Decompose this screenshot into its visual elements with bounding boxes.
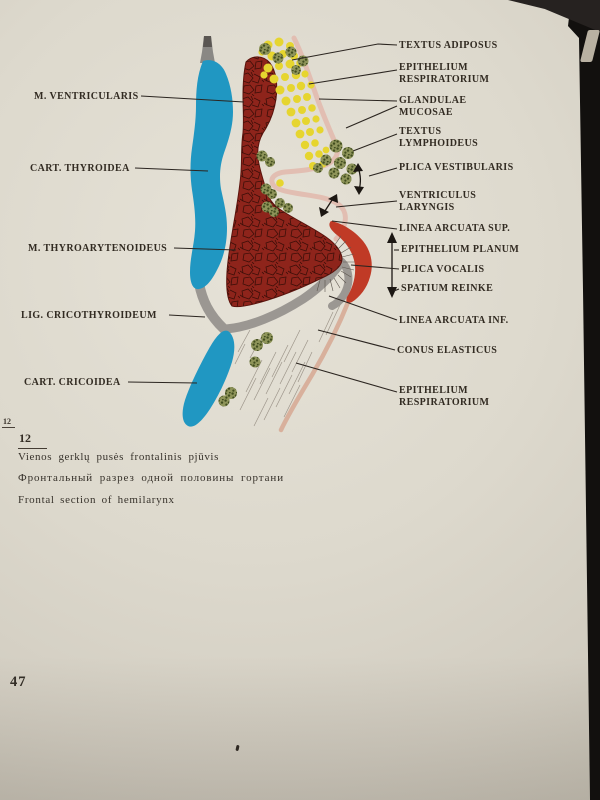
conus-elasticus-hatching xyxy=(234,304,341,427)
label-textus-lymphoideus: TEXTUS LYMPHOIDEUS xyxy=(399,126,479,149)
label-ventriculus-laryngis: VENTRICULUS LARYNGIS xyxy=(399,190,477,213)
epithelium-lower-line xyxy=(278,297,352,433)
label-m-ventricularis: M. VENTRICULARIS xyxy=(34,91,139,102)
caption-russian: Фронтальный разрез одной половины гортан… xyxy=(18,472,284,484)
label-epithelium-planum: EPITHELIUM PLANUM xyxy=(401,244,520,255)
caption-lithuanian: Vienos gerklų pusės frontalinis pjūvis xyxy=(18,451,219,463)
muscle-mass xyxy=(226,56,343,308)
label-glandulae-mucosae: GLANDULAE MUCOSAE xyxy=(399,95,467,118)
reinke-space-hatching xyxy=(316,235,355,292)
label-conus-elasticus: CONUS ELASTICUS xyxy=(397,345,498,356)
label-epithelium-respiratorium-upper: EPITHELIUM RESPIRATORIUM xyxy=(399,62,490,85)
label-linea-arcuata-sup: LINEA ARCUATA SUP. xyxy=(399,223,511,234)
annotation-arrows xyxy=(319,163,397,298)
epithelium-upper-line xyxy=(269,35,348,242)
margin-figure-number: 12 xyxy=(2,417,15,428)
thyroid-cartilage xyxy=(190,60,233,290)
label-lig-cricothyroideum: LIG. CRICOTHYROIDEUM xyxy=(21,310,157,321)
label-cart-cricoidea: CART. CRICOIDEA xyxy=(24,377,121,388)
cricoid-cartilage xyxy=(182,330,235,427)
label-linea-arcuata-inf: LINEA ARCUATA INF. xyxy=(399,315,509,326)
label-plica-vocalis: PLICA VOCALIS xyxy=(401,264,485,275)
cartilage-stem xyxy=(200,36,215,63)
caption-english: Frontal section of hemilarynx xyxy=(18,494,175,506)
label-spatium-reinke: SPATIUM REINKE xyxy=(401,283,494,294)
label-textus-adiposus: TEXTUS ADIPOSUS xyxy=(399,40,498,51)
figure-number: 12 xyxy=(18,431,47,449)
label-epithelium-respiratorium-lower: EPITHELIUM RESPIRATORIUM xyxy=(399,385,490,408)
leader-lines xyxy=(127,43,400,393)
page-number: 47 xyxy=(10,674,27,690)
page-edge-sliver xyxy=(580,30,600,62)
label-cart-thyroidea: CART. THYROIDEA xyxy=(30,163,130,174)
vocal-fold-band xyxy=(329,221,372,303)
label-m-thyroarytenoideus: M. THYROARYTENOIDEUS xyxy=(28,243,168,254)
label-plica-vestibularis: PLICA VESTIBULARIS xyxy=(399,162,514,173)
